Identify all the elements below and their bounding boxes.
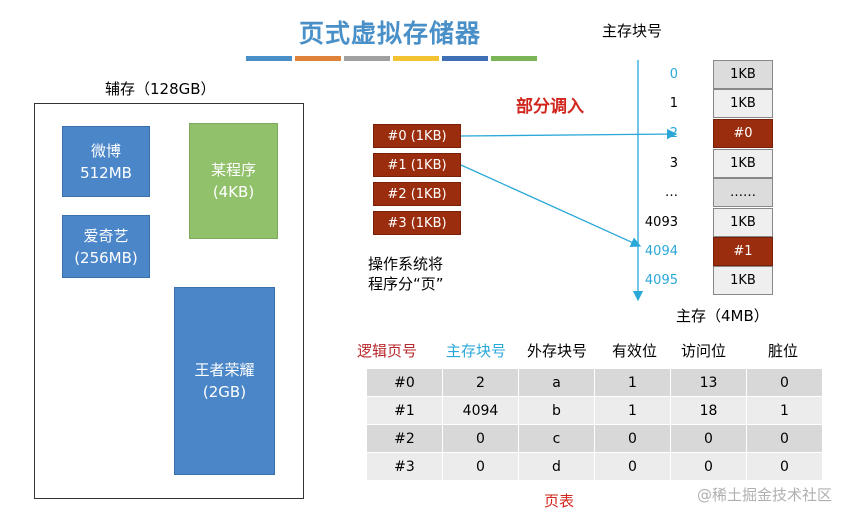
aux-storage-label: 辅存（128GB） <box>105 80 216 98</box>
memory-block: #1 (1KB) <box>713 237 773 286</box>
table-cell: 0 <box>670 452 747 481</box>
table-cell: 13 <box>670 368 747 397</box>
app-block-weibo: 微博 512MB <box>62 126 150 197</box>
app-name: 王者荣耀 <box>194 361 255 379</box>
accent-bar <box>246 56 292 61</box>
table-cell: 0 <box>594 452 671 481</box>
table-cell: 4094 <box>442 396 519 425</box>
program-page: #1 (1KB) <box>373 153 461 177</box>
program-page: #3 (1KB) <box>373 211 461 235</box>
page-table-caption: 页表 <box>544 492 575 510</box>
page-title: 页式虚拟存储器 <box>298 19 481 48</box>
memory-block: 1KB <box>713 266 773 295</box>
app-name: 某程序 <box>210 161 256 179</box>
table-cell: #0 <box>366 368 443 397</box>
app-name: 爱奇艺 <box>83 226 129 245</box>
app-name: 微博 <box>90 141 121 160</box>
memory-block: 1KB <box>713 208 773 237</box>
pt-header-dirty: 脏位 <box>768 342 799 360</box>
app-block-program: 某程序 (4KB) <box>189 123 278 239</box>
os-note-line: 操作系统将 <box>368 255 444 273</box>
table-cell: #1 <box>366 396 443 425</box>
memory-block: 1KB <box>713 149 773 178</box>
table-row: #0 2 a 1 13 0 <box>366 368 823 397</box>
pt-header-access: 访问位 <box>681 342 727 360</box>
table-cell: 1 <box>594 396 671 425</box>
table-cell: 1 <box>746 396 823 425</box>
app-size: (256MB) <box>74 248 138 267</box>
page-table: #0 2 a 1 13 0 #1 4094 b 1 18 1 #2 0 c 0 … <box>366 368 823 481</box>
program-page: #0 (1KB) <box>373 124 461 148</box>
memory-block: #0 (1KB) <box>713 119 773 168</box>
accent-bar <box>344 56 390 61</box>
table-row: #2 0 c 0 0 0 <box>366 424 823 453</box>
accent-bar <box>295 56 341 61</box>
os-note-line: 程序分“页” <box>368 275 444 293</box>
aux-storage-box <box>34 103 304 499</box>
table-cell: #3 <box>366 452 443 481</box>
memory-block: …… <box>713 178 773 207</box>
table-cell: #2 <box>366 424 443 453</box>
memory-index: … <box>665 185 678 200</box>
app-size: (2GB) <box>202 383 247 401</box>
accent-bar <box>393 56 439 61</box>
program-page: #2 (1KB) <box>373 182 461 206</box>
app-size: (4KB) <box>212 183 255 201</box>
app-block-honor-of-kings: 王者荣耀 (2GB) <box>174 287 275 475</box>
pt-header-valid: 有效位 <box>612 342 658 360</box>
table-cell: 1 <box>594 368 671 397</box>
memory-index: 4095 <box>644 273 678 288</box>
main-memory-caption: 主存（4MB） <box>676 307 769 325</box>
arrow-page0-to-block2 <box>460 128 678 140</box>
pt-header-main-block: 主存块号 <box>446 342 507 360</box>
memory-block: 1KB <box>713 89 773 118</box>
table-cell: 0 <box>746 424 823 453</box>
memory-index: 2 <box>669 126 678 141</box>
table-cell: d <box>518 452 595 481</box>
accent-bar <box>442 56 488 61</box>
table-cell: 0 <box>442 452 519 481</box>
table-cell: c <box>518 424 595 453</box>
table-cell: 0 <box>746 452 823 481</box>
main-memory-column-title: 主存块号 <box>602 22 663 40</box>
app-block-iqiyi: 爱奇艺 (256MB) <box>62 215 150 278</box>
app-size: 512MB <box>80 163 132 182</box>
partial-load-label: 部分调入 <box>516 97 584 117</box>
memory-block: 1KB <box>713 60 773 89</box>
table-cell: a <box>518 368 595 397</box>
memory-index: 4094 <box>644 244 678 259</box>
table-cell: b <box>518 396 595 425</box>
pt-header-ext-block: 外存块号 <box>527 342 588 360</box>
memory-index: 3 <box>669 156 678 171</box>
memory-index: 1 <box>669 96 678 111</box>
memory-index: 4093 <box>644 215 678 230</box>
arrow-page1-to-block4094 <box>460 164 642 247</box>
memory-index: 0 <box>669 67 678 82</box>
os-note: 操作系统将 程序分“页” <box>368 254 444 294</box>
table-row: #3 0 d 0 0 0 <box>366 452 823 481</box>
table-row: #1 4094 b 1 18 1 <box>366 396 823 425</box>
accent-bar <box>491 56 537 61</box>
watermark: @稀土掘金技术社区 <box>696 486 832 504</box>
table-cell: 0 <box>594 424 671 453</box>
table-cell: 18 <box>670 396 747 425</box>
table-cell: 0 <box>442 424 519 453</box>
table-cell: 2 <box>442 368 519 397</box>
pt-header-logical-page: 逻辑页号 <box>357 342 418 360</box>
table-cell: 0 <box>670 424 747 453</box>
table-cell: 0 <box>746 368 823 397</box>
